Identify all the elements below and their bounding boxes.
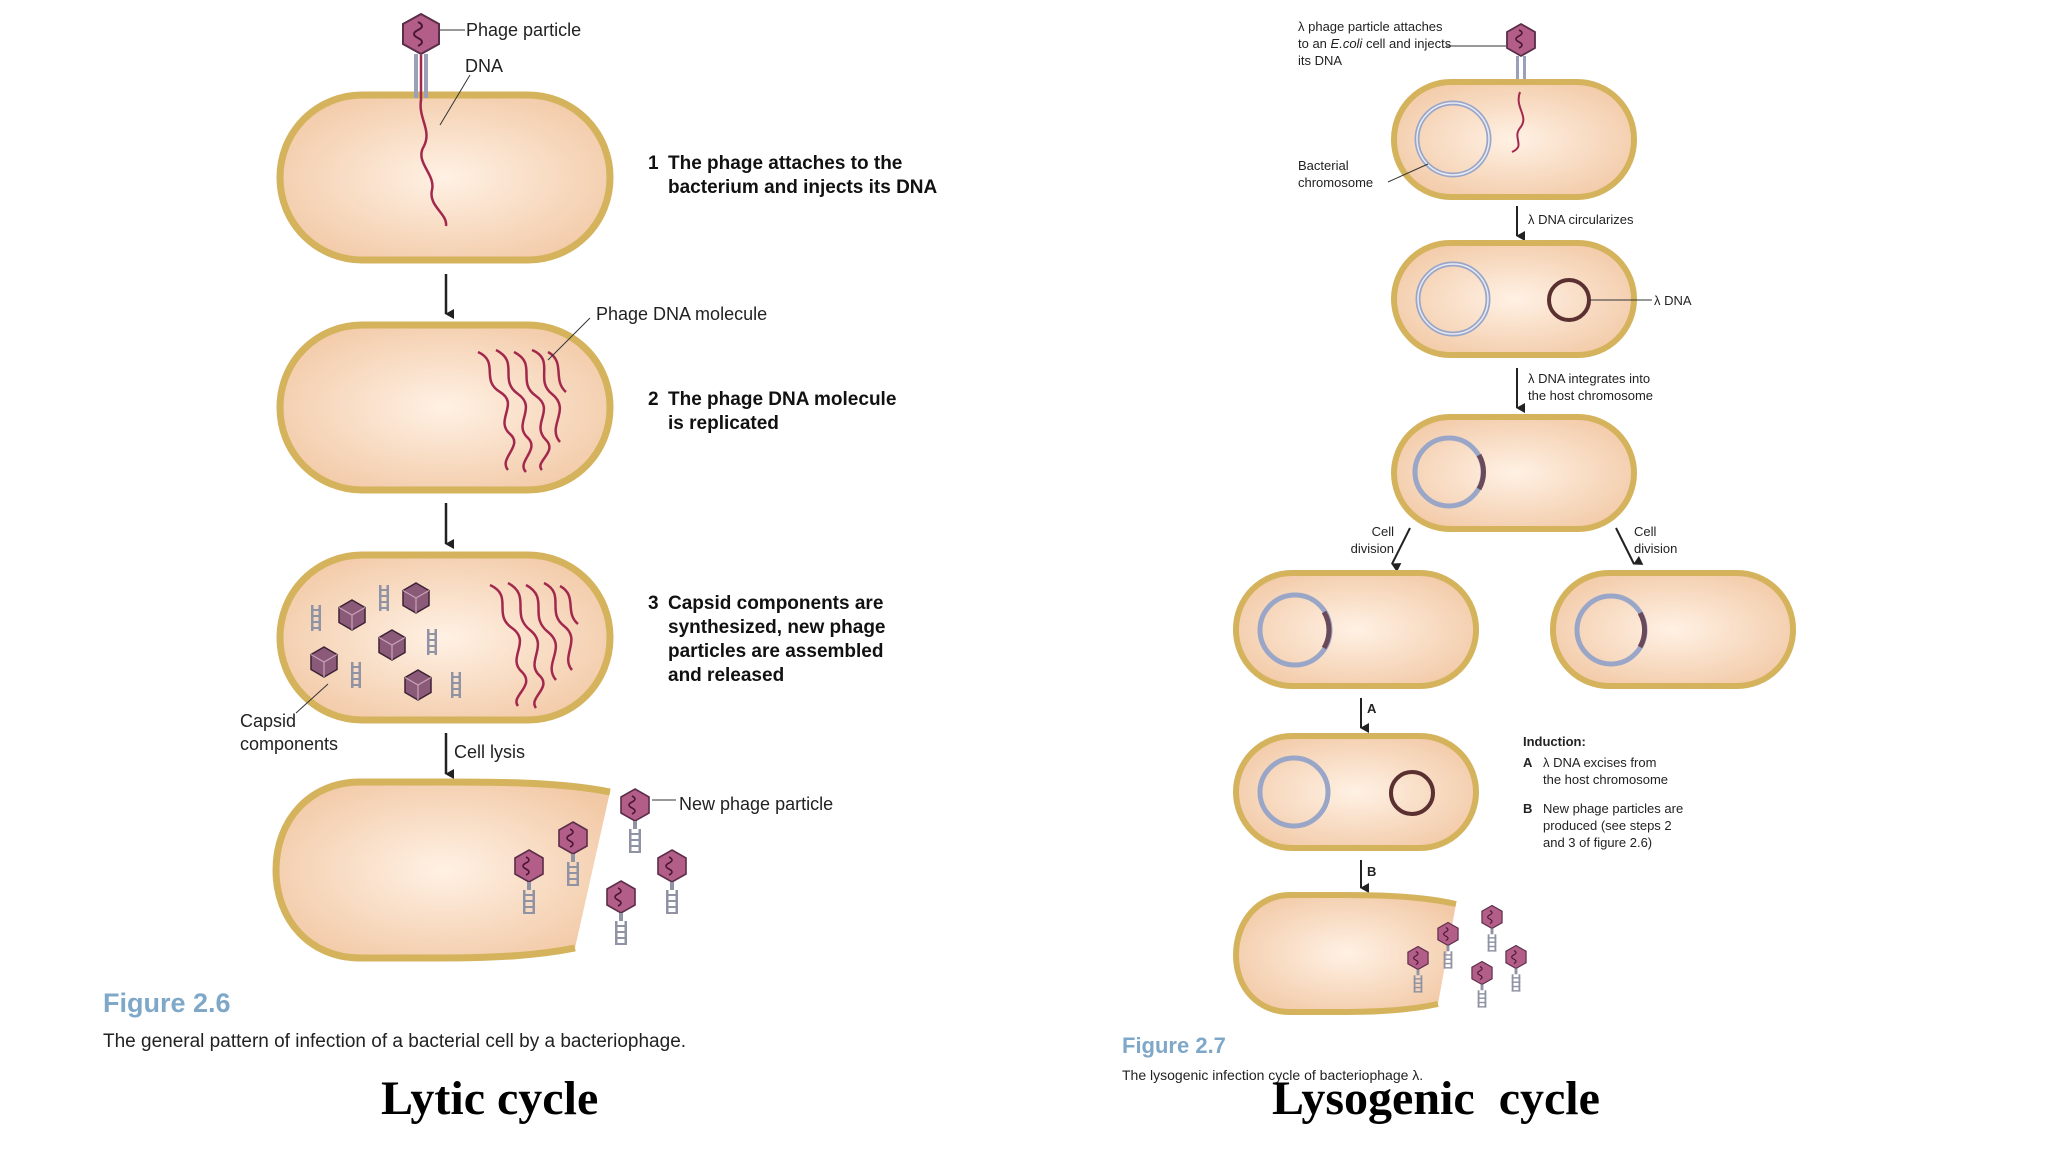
lytic-step-1: 1 The phage attaches to the bacterium and… (648, 152, 937, 200)
label-lambda-dna: λ DNA (1654, 293, 1692, 308)
leader-dna (439, 74, 471, 126)
lytic-step-2: 2 The phage DNA molecule is replicated (648, 388, 896, 436)
label-arrow-b: B (1367, 864, 1377, 879)
lytic-figure-number: Figure 2.6 (103, 988, 231, 1018)
step-text: Capsid components are synthesized, new p… (668, 593, 886, 686)
label-dna: DNA (465, 56, 504, 76)
lambda-dna-excised (1389, 770, 1435, 816)
label-arrow-a: A (1367, 701, 1377, 716)
label-circularizes: λ DNA circularizes (1528, 212, 1634, 227)
step-number: 3 (648, 593, 659, 614)
step-number: 2 (648, 389, 659, 410)
lyso-cell-2 (1391, 240, 1637, 358)
induction-text: λ DNA excises from the host chromosome (1543, 755, 1669, 787)
lysogenic-figure-number: Figure 2.7 (1122, 1033, 1226, 1058)
induction-text: New phage particles are produced (see st… (1543, 801, 1684, 850)
label-lambda-attach-post: cell and injects its DNA (1298, 36, 1452, 68)
lambda-dna-circle (1547, 278, 1591, 322)
step-text: The phage DNA molecule is replicated (668, 389, 897, 434)
lytic-cell-1 (276, 91, 614, 264)
step-text: The phage attaches to the bacterium and … (668, 153, 938, 198)
lytic-lysed-cell (272, 778, 611, 962)
induction-item-b: B New phage particles are produced (see s… (1523, 800, 1683, 851)
lyso-lysed-cell (1232, 892, 1457, 1015)
lyso-arrow-division-left (1391, 527, 1411, 573)
lyso-arrow-division-right (1615, 527, 1644, 565)
induction-key: A (1523, 755, 1533, 770)
leader-bacterial-chromosome (1387, 163, 1429, 183)
label-new-phage-particle: New phage particle (679, 794, 834, 814)
label-lambda-attach-italic: E.coli (1330, 36, 1363, 51)
lyso-cell-1 (1391, 79, 1637, 200)
step-number: 1 (648, 153, 659, 174)
lytic-phage-attached (402, 12, 440, 98)
lytic-replicated-dna (477, 348, 567, 473)
lytic-cycle-title: Lytic cycle (381, 1072, 599, 1125)
lytic-cell3-dna (489, 581, 579, 709)
label-phage-particle: Phage particle (466, 20, 582, 40)
label-integrates: λ DNA integrates into the host chromosom… (1528, 371, 1654, 403)
label-cell-lysis: Cell lysis (454, 742, 526, 762)
label-bacterial-chromosome: Bacterial chromosome (1298, 158, 1374, 190)
lysogenic-cycle-title: Lysogenic cycle (1272, 1072, 1600, 1125)
lyso-cell-5 (1233, 733, 1479, 851)
label-capsid-components: Capsid components (240, 711, 339, 754)
induction-heading: Induction: (1523, 734, 1586, 749)
lyso-cell-3 (1391, 414, 1637, 532)
induction-key: B (1523, 801, 1533, 816)
label-cell-division-left: Cell division (1350, 524, 1394, 556)
lambda-injected-dna (1511, 91, 1525, 153)
label-lambda-attach: λ phage particle attaches to an E.coli c… (1298, 18, 1451, 69)
lyso-cell-4-left (1233, 570, 1479, 689)
label-cell-division-right: Cell division (1634, 524, 1678, 556)
leader-phage-dna-molecule (547, 317, 591, 361)
lyso-cell-4-right (1550, 570, 1796, 689)
label-phage-dna-molecule: Phage DNA molecule (596, 304, 768, 324)
lytic-figure-caption: The general pattern of infection of a ba… (103, 1031, 687, 1052)
lambda-phage-attached (1506, 22, 1536, 92)
leader-capsid-components (295, 683, 329, 714)
lytic-cell-3 (276, 551, 614, 724)
lytic-cell-2 (276, 321, 614, 494)
lytic-injected-dna (419, 55, 448, 227)
label-lambda-attach-pre: λ phage particle attaches to an (1298, 19, 1443, 51)
lysogenic-figure-caption: The lysogenic infection cycle of bacteri… (1122, 1067, 1424, 1083)
lytic-step-3: 3 Capsid components are synthesized, new … (648, 592, 886, 688)
